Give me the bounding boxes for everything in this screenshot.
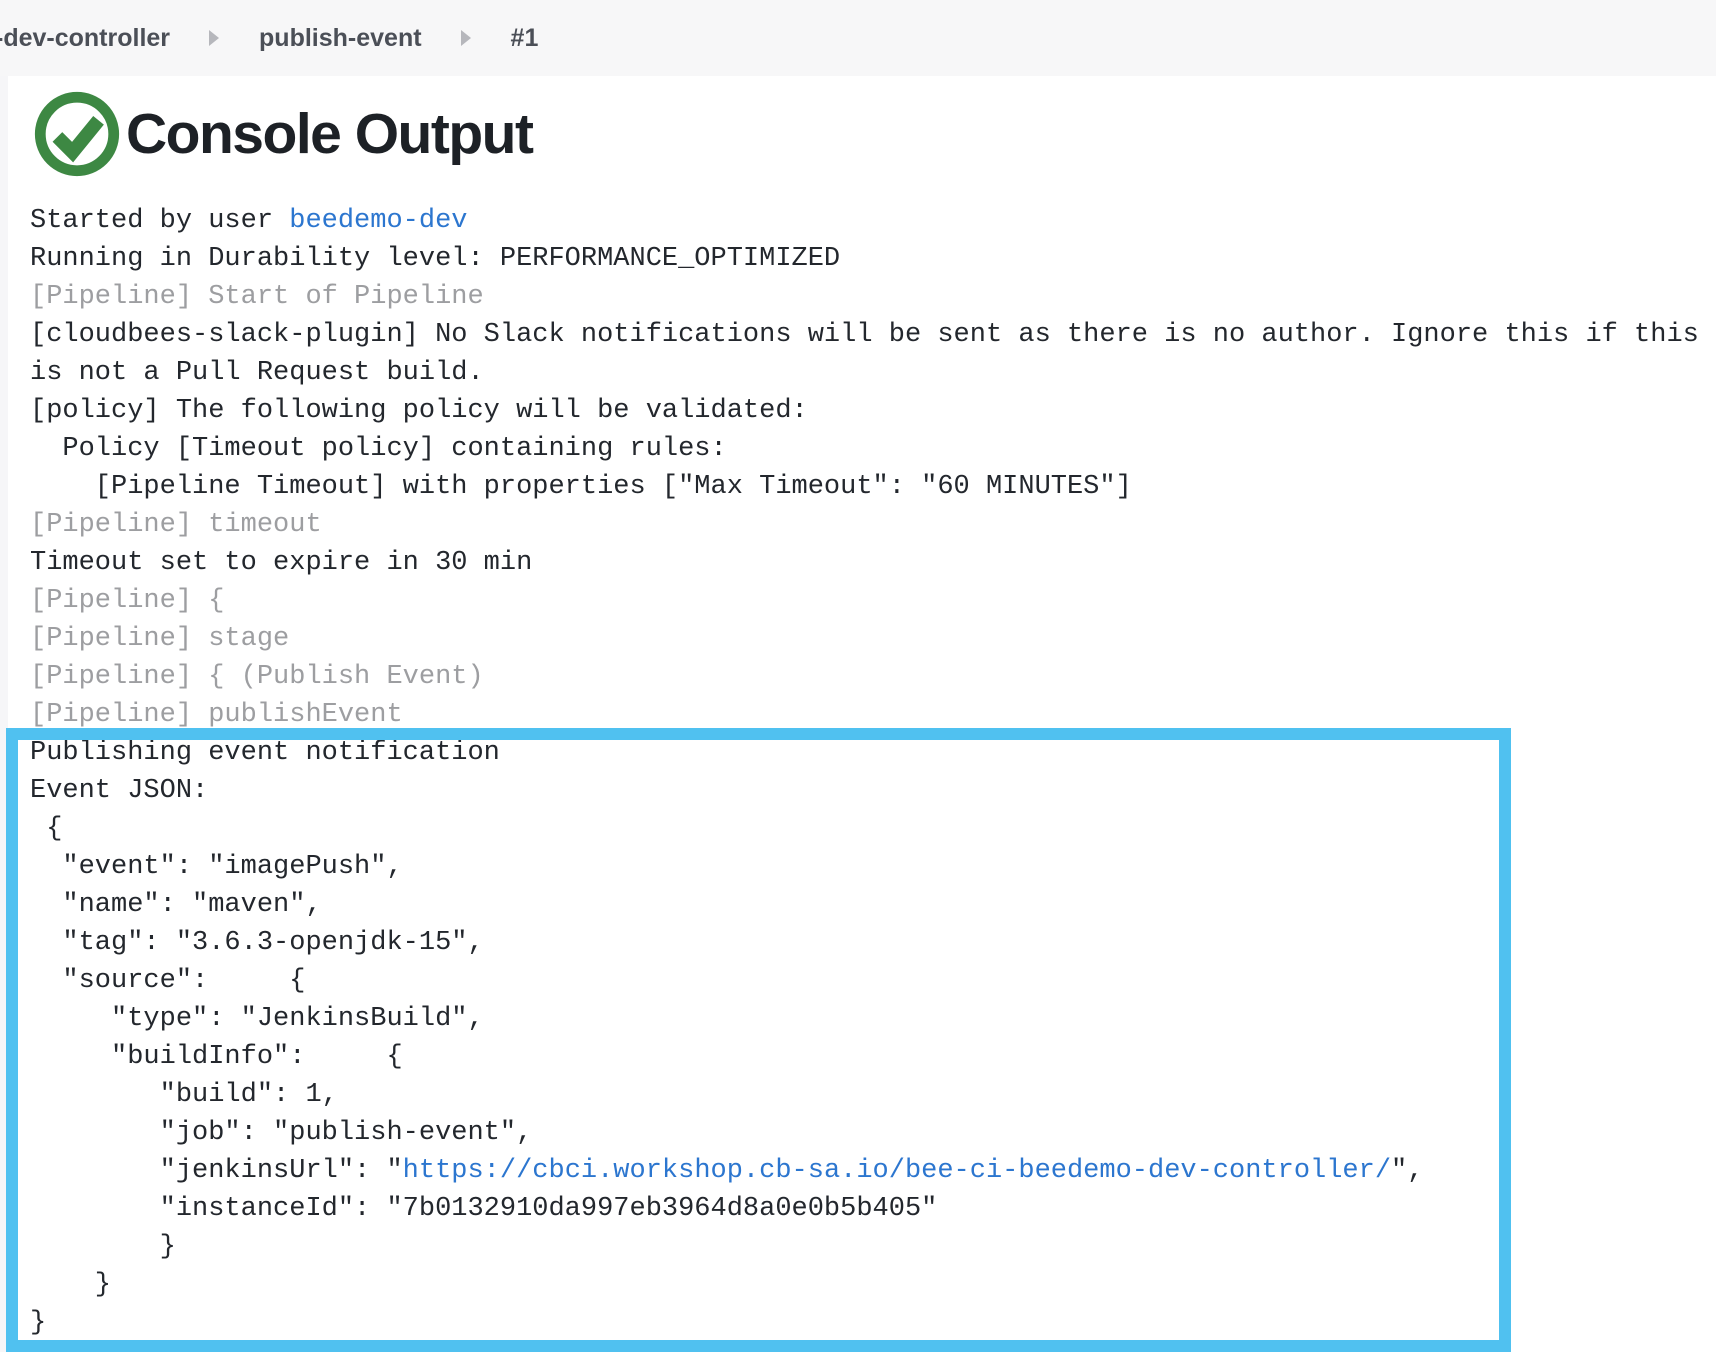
console-line: [Pipeline] stage (30, 620, 1699, 658)
console-text: [Pipeline] timeout (30, 510, 322, 540)
console-text: "source": { (30, 966, 306, 996)
console-line: [Pipeline Timeout] with properties ["Max… (30, 468, 1699, 506)
console-text: [Pipeline] publishEvent (30, 700, 403, 730)
console-text: "job": "publish-event", (30, 1118, 533, 1148)
console-text: [Pipeline] { (Publish Event) (30, 662, 484, 692)
console-text: Publishing event notification (30, 738, 500, 768)
console-line: "source": { (30, 962, 1699, 1000)
console-line: "name": "maven", (30, 886, 1699, 924)
console-line: } (30, 1304, 1699, 1342)
console-text: [Pipeline] { (30, 586, 225, 616)
console-text: } (30, 1232, 176, 1262)
console-link[interactable]: https://cbci.workshop.cb-sa.io/bee-ci-be… (402, 1156, 1392, 1186)
console-line: Started by user beedemo-dev (30, 202, 1699, 240)
console-line: Policy [Timeout policy] containing rules… (30, 430, 1699, 468)
console-text: Running in Durability level: PERFORMANCE… (30, 244, 841, 274)
console-line: Event JSON: (30, 772, 1699, 810)
console-line: Publishing event notification (30, 734, 1699, 772)
console-line: [policy] The following policy will be va… (30, 392, 1699, 430)
console-line: } (30, 1266, 1699, 1304)
console-text: [policy] The following policy will be va… (30, 396, 808, 426)
console-line: "build": 1, (30, 1076, 1699, 1114)
check-circle-icon (34, 91, 120, 177)
content-panel: Console Output Started by user beedemo-d… (8, 76, 1716, 1352)
console-text: "type": "JenkinsBuild", (30, 1004, 484, 1034)
breadcrumb: -dev-controller publish-event #1 (0, 24, 538, 53)
console-text: { (30, 814, 63, 844)
console-line: "buildInfo": { (30, 1038, 1699, 1076)
console-line: "event": "imagePush", (30, 848, 1699, 886)
page-title: Console Output (126, 102, 534, 166)
console-text: [cloudbees-slack-plugin] No Slack notifi… (30, 320, 1699, 350)
console-text: } (30, 1308, 47, 1338)
console-text: [Pipeline Timeout] with properties ["Max… (30, 472, 1132, 502)
console-link[interactable]: beedemo-dev (289, 206, 468, 236)
console-text: "name": "maven", (30, 890, 322, 920)
console-line: [Pipeline] publishEvent (30, 696, 1699, 734)
console-text: ", (1391, 1156, 1424, 1186)
breadcrumb-bar: -dev-controller publish-event #1 (0, 0, 1716, 76)
console-line: [Pipeline] { (Publish Event) (30, 658, 1699, 696)
console-text: Started by user (30, 206, 290, 236)
console-line: Timeout set to expire in 30 min (30, 544, 1699, 582)
chevron-right-icon (208, 28, 221, 48)
console-text: "tag": "3.6.3-openjdk-15", (30, 928, 484, 958)
chevron-right-icon (460, 28, 473, 48)
breadcrumb-item-controller[interactable]: -dev-controller (0, 23, 171, 52)
console-text: [Pipeline] Start of Pipeline (30, 282, 484, 312)
console-line: [cloudbees-slack-plugin] No Slack notifi… (30, 316, 1699, 354)
console-text: "event": "imagePush", (30, 852, 403, 882)
console-text: is not a Pull Request build. (30, 358, 484, 388)
console-text: [Pipeline] stage (30, 624, 290, 654)
console-line: } (30, 1228, 1699, 1266)
console-line: "job": "publish-event", (30, 1114, 1699, 1152)
console-line: Running in Durability level: PERFORMANCE… (30, 240, 1699, 278)
console-text: "instanceId": "7b0132910da997eb3964d8a0e… (30, 1194, 938, 1224)
console-text: "buildInfo": { (30, 1042, 403, 1072)
console-text: "build": 1, (30, 1080, 338, 1110)
console-text: Policy [Timeout policy] containing rules… (30, 434, 727, 464)
console-line: { (30, 810, 1699, 848)
console-line: [Pipeline] Start of Pipeline (30, 278, 1699, 316)
console-line: "jenkinsUrl": "https://cbci.workshop.cb-… (30, 1152, 1699, 1190)
console-text: Timeout set to expire in 30 min (30, 548, 533, 578)
console-line: "instanceId": "7b0132910da997eb3964d8a0e… (30, 1190, 1699, 1228)
console-line: "tag": "3.6.3-openjdk-15", (30, 924, 1699, 962)
console-line: is not a Pull Request build. (30, 354, 1699, 392)
console-text: Event JSON: (30, 776, 209, 806)
breadcrumb-item-job[interactable]: publish-event (259, 23, 422, 52)
console-line: [Pipeline] timeout (30, 506, 1699, 544)
console-line: "type": "JenkinsBuild", (30, 1000, 1699, 1038)
console-text: "jenkinsUrl": " (30, 1156, 403, 1186)
breadcrumb-item-build-number[interactable]: #1 (510, 23, 539, 52)
console-line: [Pipeline] { (30, 582, 1699, 620)
page-heading: Console Output (30, 86, 534, 182)
console-text: } (30, 1270, 112, 1300)
